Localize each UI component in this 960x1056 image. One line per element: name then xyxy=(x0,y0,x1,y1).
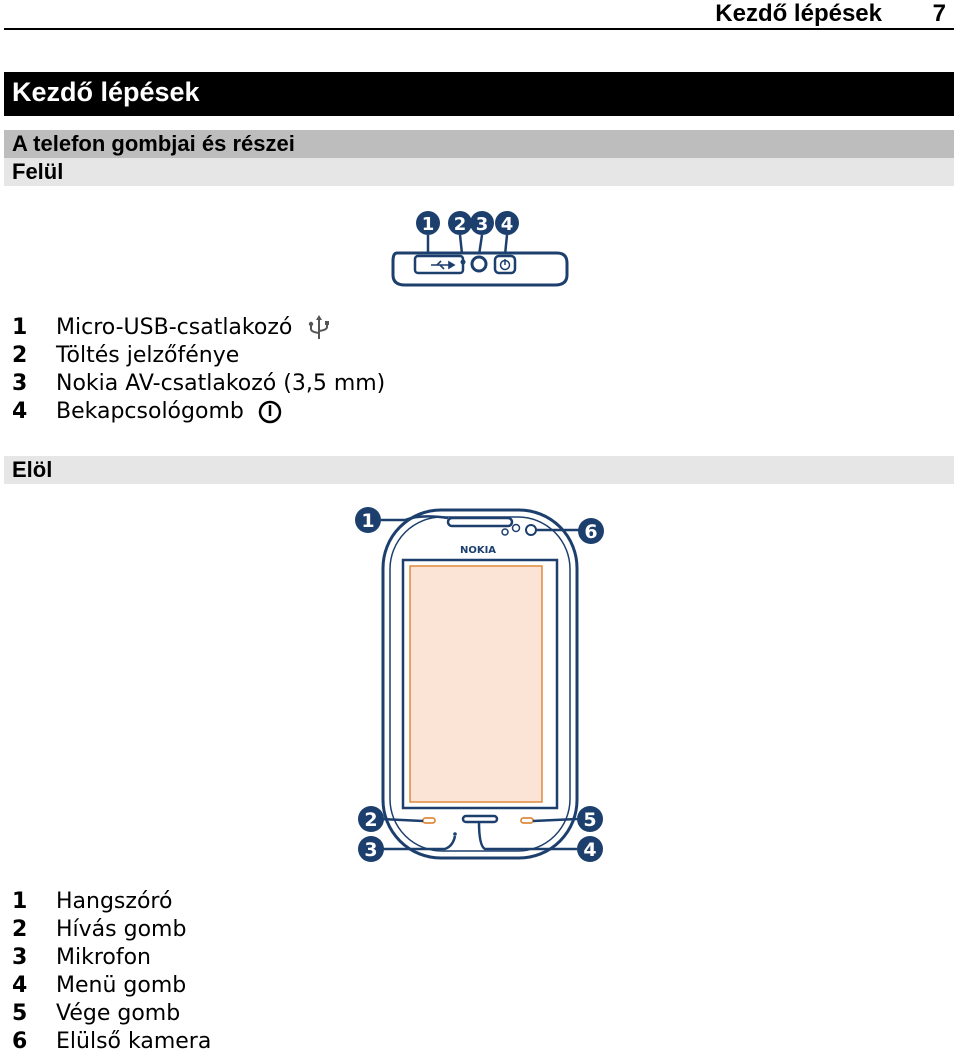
page-number: 7 xyxy=(932,0,946,27)
legend-text: Menü gomb xyxy=(56,973,187,998)
legend-text: Töltés jelzőfénye xyxy=(56,343,240,368)
legend-item: 2 Töltés jelzőfénye xyxy=(12,342,385,370)
legend-item: 3 Mikrofon xyxy=(12,944,211,972)
legend-text: Micro-USB-csatlakozó xyxy=(56,315,293,340)
svg-text:1: 1 xyxy=(361,510,374,532)
running-title: Kezdő lépések xyxy=(715,0,882,27)
front-view-heading: Elöl xyxy=(4,456,954,484)
svg-text:5: 5 xyxy=(583,809,596,831)
legend-item: 4 Bekapcsológomb xyxy=(12,398,385,426)
svg-text:1: 1 xyxy=(422,214,435,235)
top-view-heading: Felül xyxy=(4,158,954,186)
callout-2: 2 xyxy=(448,211,472,235)
callout-1: 1 xyxy=(355,507,381,533)
legend-text: Nokia AV-csatlakozó (3,5 mm) xyxy=(56,371,386,396)
earpiece-speaker xyxy=(446,516,514,528)
phone-top-view-illustration: 1 2 3 4 xyxy=(391,211,569,287)
top-view-legend: 1 Micro-USB-csatlakozó 2 Töltés jelzőfénye… xyxy=(12,314,385,426)
legend-number: 2 xyxy=(12,917,28,942)
legend-text: Bekapcsológomb xyxy=(56,399,244,424)
legend-number: 2 xyxy=(12,343,28,368)
callout-5: 5 xyxy=(577,806,603,832)
front-view-legend: 1 Hangszóró 2 Hívás gomb 3 Mikrofon 4 Menü g… xyxy=(12,888,211,1056)
legend-number: 6 xyxy=(12,1029,28,1054)
callout-3: 3 xyxy=(358,836,384,862)
legend-item: 1 Hangszóró xyxy=(12,888,211,916)
svg-text:2: 2 xyxy=(454,214,467,235)
svg-text:2: 2 xyxy=(364,809,377,831)
svg-text:4: 4 xyxy=(501,214,514,235)
callout-2: 2 xyxy=(358,806,384,832)
legend-number: 4 xyxy=(12,973,28,998)
charging-indicator xyxy=(460,259,466,265)
legend-text: Vége gomb xyxy=(56,1001,181,1026)
legend-text: Hívás gomb xyxy=(56,917,187,942)
legend-text: Mikrofon xyxy=(56,945,152,970)
page-header: Kezdő lépések 7 xyxy=(4,0,954,30)
legend-number: 1 xyxy=(12,889,28,914)
phone-front-view-illustration: NOKIA 1 6 2 3 5 4 xyxy=(355,507,604,862)
legend-item: 4 Menü gomb xyxy=(12,972,211,1000)
legend-item: 2 Hívás gomb xyxy=(12,916,211,944)
legend-number: 5 xyxy=(12,1001,28,1026)
callout-1: 1 xyxy=(416,211,440,235)
callout-4: 4 xyxy=(577,836,603,862)
svg-text:3: 3 xyxy=(476,214,489,235)
menu-key xyxy=(461,814,499,824)
legend-item: 6 Elülső kamera xyxy=(12,1028,211,1056)
callout-4: 4 xyxy=(495,211,519,235)
microphone xyxy=(453,832,457,836)
power-icon xyxy=(258,400,282,424)
legend-number: 3 xyxy=(12,945,28,970)
av-connector xyxy=(470,255,488,273)
brand-logo: NOKIA xyxy=(460,545,496,556)
callout-6: 6 xyxy=(578,518,604,544)
legend-item: 1 Micro-USB-csatlakozó xyxy=(12,314,385,342)
legend-text: Hangszóró xyxy=(56,889,173,914)
legend-number: 4 xyxy=(12,399,28,424)
svg-text:6: 6 xyxy=(584,521,597,543)
legend-number: 3 xyxy=(12,371,28,396)
usb-icon xyxy=(431,260,456,270)
section-title: A telefon gombjai és részei xyxy=(4,130,954,158)
callout-3: 3 xyxy=(470,211,494,235)
svg-text:3: 3 xyxy=(364,839,377,861)
legend-item: 3 Nokia AV-csatlakozó (3,5 mm) xyxy=(12,370,385,398)
legend-number: 1 xyxy=(12,315,28,340)
chapter-title: Kezdő lépések xyxy=(4,72,954,116)
usb-icon xyxy=(309,315,330,339)
svg-text:4: 4 xyxy=(583,839,596,861)
legend-text: Elülső kamera xyxy=(56,1029,212,1054)
legend-item: 5 Vége gomb xyxy=(12,1000,211,1028)
